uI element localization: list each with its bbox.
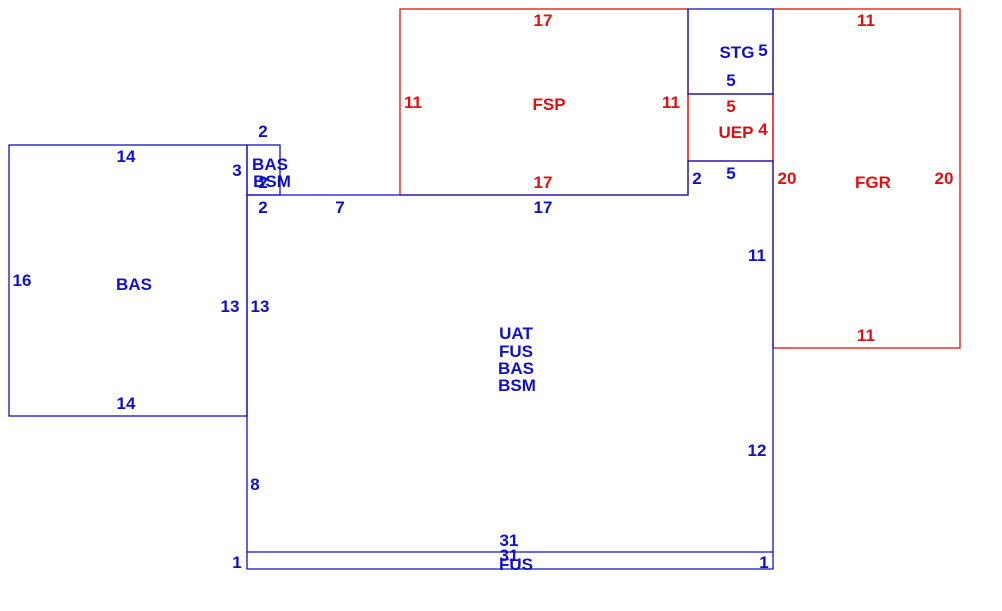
fgr-right-dimension: 20 [935, 169, 954, 188]
fsp-top-dimension: 17 [534, 11, 553, 30]
stg-label: STG [720, 43, 755, 62]
main-right-upper-dimension: 11 [748, 246, 766, 265]
main-top-dimension-d: 2 [692, 169, 701, 188]
main-label-uat: UAT [499, 324, 533, 343]
fus-strip-right-dimension: 1 [759, 553, 768, 572]
main-right-lower-dimension: 12 [748, 441, 767, 460]
fsp-bottom-dimension: 17 [534, 173, 553, 192]
fsp-left-dimension: 11 [404, 93, 422, 112]
bas-left-bottom-dimension: 14 [117, 394, 136, 413]
stg-bottom-dimension: 5 [726, 71, 735, 90]
fus-strip-label: FUS [499, 555, 533, 574]
main-label-bas: BAS [498, 359, 534, 378]
fgr-label: FGR [855, 173, 891, 192]
main-label-bsm: BSM [498, 376, 536, 395]
bas-bsm-small-left-dimension: 3 [232, 161, 241, 180]
bas-left-right-dimension: 13 [221, 297, 240, 316]
bas-bsm-small-label-1: BAS [252, 155, 288, 174]
bas-left-left-dimension: 16 [13, 271, 32, 290]
main-label-fus: FUS [499, 342, 533, 361]
main-left-upper-dimension: 13 [251, 297, 270, 316]
uep-label: UEP [719, 123, 754, 142]
fsp-right-dimension: 11 [662, 93, 680, 112]
uep-right-dimension: 4 [758, 120, 768, 139]
fgr-left-dimension: 20 [778, 169, 797, 188]
main-outline [246, 160, 774, 570]
stg-right-dimension: 5 [758, 41, 767, 60]
main-top-dimension-a: 2 [258, 198, 267, 217]
bas-bsm-small-inner-dimension: 2 [258, 173, 267, 192]
bas-left-top-dimension: 14 [117, 147, 136, 166]
main-top-dimension-b: 7 [335, 198, 344, 217]
red-labels: 17 11 FSP 11 17 5 UEP 4 11 20 FGR 20 11 [404, 11, 953, 345]
main-left-lower-dimension: 8 [250, 475, 259, 494]
stg-outline [687, 8, 774, 95]
main-bottom-dimension: 31 [500, 531, 519, 550]
fsp-label: FSP [532, 95, 565, 114]
uep-top-dimension: 5 [726, 97, 735, 116]
bas-left-label: BAS [116, 275, 152, 294]
fgr-top-dimension: 11 [857, 11, 875, 30]
fus-strip-top-dimension: 31 [500, 546, 519, 565]
main-top-dimension-c: 17 [534, 198, 553, 217]
blue-labels: STG 5 5 14 16 BAS 13 14 2 3 BAS 2 BSM 2 … [13, 41, 769, 574]
bas-bsm-small-label-2: BSM [253, 172, 291, 191]
fgr-bottom-dimension: 11 [857, 326, 875, 345]
fus-strip-left-dimension: 1 [232, 553, 241, 572]
blue-outlines [8, 8, 774, 570]
bas-bsm-small-top-dimension: 2 [258, 122, 267, 141]
main-top-dimension-e: 5 [726, 164, 735, 183]
